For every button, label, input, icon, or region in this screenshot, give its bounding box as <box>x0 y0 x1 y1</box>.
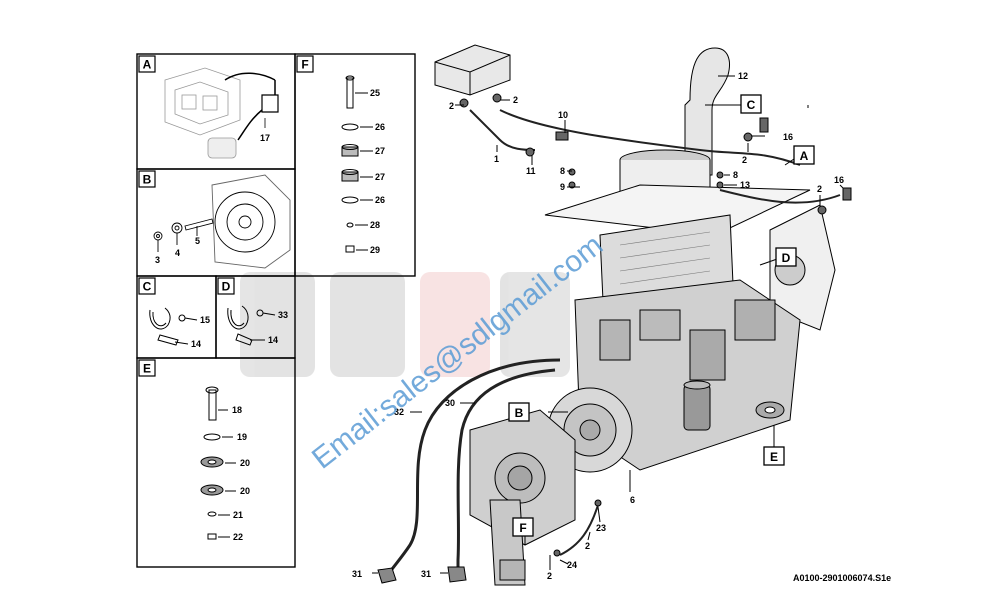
callout-31-b: 31 <box>421 569 431 579</box>
callout-6: 6 <box>630 495 635 505</box>
panel-b-drawing <box>153 174 291 269</box>
callout-33: 33 <box>278 310 288 320</box>
panel-d-label: D <box>222 280 231 294</box>
callout-20-b: 20 <box>240 486 250 496</box>
callout-26-a: 26 <box>375 122 385 132</box>
callout-26-b: 26 <box>375 195 385 205</box>
sdlg-watermark <box>240 272 570 377</box>
view-marker-e: E <box>770 450 778 464</box>
callout-23: 23 <box>596 523 606 533</box>
callout-4: 4 <box>175 248 180 258</box>
callout-2-e: 2 <box>585 541 590 551</box>
view-marker-c: C <box>747 98 756 112</box>
callout-29: 29 <box>370 245 380 255</box>
drawing-reference-code: A0100-2901006074.S1e <box>793 573 891 583</box>
panel-b-frame <box>136 168 296 277</box>
callout-2-d: 2 <box>817 184 822 194</box>
panel-d-drawing <box>227 305 276 346</box>
callout-2-f: 2 <box>547 571 552 581</box>
callout-12: 12 <box>738 71 748 81</box>
callout-13: 13 <box>740 180 750 190</box>
callout-2-a: 2 <box>449 101 454 111</box>
callout-27-a: 27 <box>375 146 385 156</box>
callout-5: 5 <box>195 236 200 246</box>
callout-14-d: 14 <box>268 335 278 345</box>
callout-21: 21 <box>233 510 243 520</box>
panel-e-frame <box>136 357 296 568</box>
callout-10: 10 <box>558 110 568 120</box>
callout-19: 19 <box>237 432 247 442</box>
panel-c-label: C <box>143 280 152 294</box>
panel-f-drawing <box>341 75 373 253</box>
callout-22: 22 <box>233 532 243 542</box>
callout-1: 1 <box>494 154 499 164</box>
callout-9: 9 <box>560 182 565 192</box>
panel-c-drawing <box>149 307 198 346</box>
callout-27-b: 27 <box>375 172 385 182</box>
callout-18: 18 <box>232 405 242 415</box>
panel-a-label: A <box>143 58 152 72</box>
view-marker-d: D <box>782 251 791 265</box>
panel-f-label: F <box>301 58 308 72</box>
engine-assembly-drawing <box>372 44 852 586</box>
callout-30: 30 <box>445 398 455 408</box>
callout-16-b: 16 <box>834 175 844 185</box>
panel-b-label: B <box>143 173 152 187</box>
callout-24: 24 <box>567 560 577 570</box>
panel-a-drawing <box>164 67 279 159</box>
callout-16-a: 16 <box>783 132 793 142</box>
callout-20-a: 20 <box>240 458 250 468</box>
callout-15: 15 <box>200 315 210 325</box>
panel-e-label: E <box>143 362 151 376</box>
callout-8-b: 8 <box>733 170 738 180</box>
callout-25: 25 <box>370 88 380 98</box>
callout-32: 32 <box>394 407 404 417</box>
callout-14-c: 14 <box>191 339 201 349</box>
callout-2-c: 2 <box>742 155 747 165</box>
view-marker-f: F <box>519 521 526 535</box>
callout-17: 17 <box>260 133 270 143</box>
view-marker-a: A <box>800 149 809 163</box>
callout-2-b: 2 <box>513 95 518 105</box>
panel-e-drawing <box>200 386 236 540</box>
callout-8-a: 8 <box>560 166 565 176</box>
panel-f-frame <box>294 53 416 277</box>
callout-28: 28 <box>370 220 380 230</box>
view-marker-b: B <box>515 406 524 420</box>
callout-31-a: 31 <box>352 569 362 579</box>
callout-11: 11 <box>526 166 536 176</box>
callout-3: 3 <box>155 255 160 265</box>
